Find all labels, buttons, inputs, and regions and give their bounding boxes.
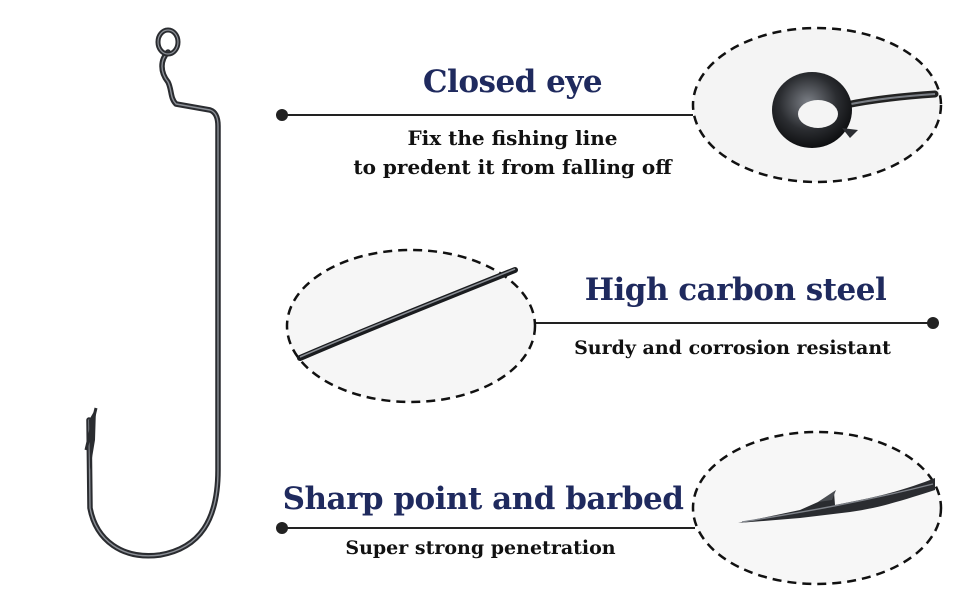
- connector-high-carbon-steel: [536, 317, 939, 329]
- closed-eye-closeup: [691, 26, 943, 184]
- feature-title-high-carbon-steel: High carbon steel: [584, 272, 887, 308]
- feature-title-closed-eye: Closed eye: [422, 64, 603, 100]
- feature-description-line: to predent it from falling off: [353, 155, 672, 179]
- fishing-hook-image: [84, 27, 221, 559]
- steel-wire-closeup: [285, 248, 537, 404]
- feature-title-sharp-point: Sharp point and barbed: [282, 481, 684, 517]
- feature-description-line: Fix the fishing line: [407, 126, 618, 150]
- feature-description-line: Surdy and corrosion resistant: [574, 337, 891, 359]
- barbed-point-closeup: [691, 430, 943, 586]
- connector-closed-eye: [276, 109, 693, 121]
- connector-sharp-point: [276, 522, 695, 534]
- feature-description-line: Super strong penetration: [345, 537, 616, 559]
